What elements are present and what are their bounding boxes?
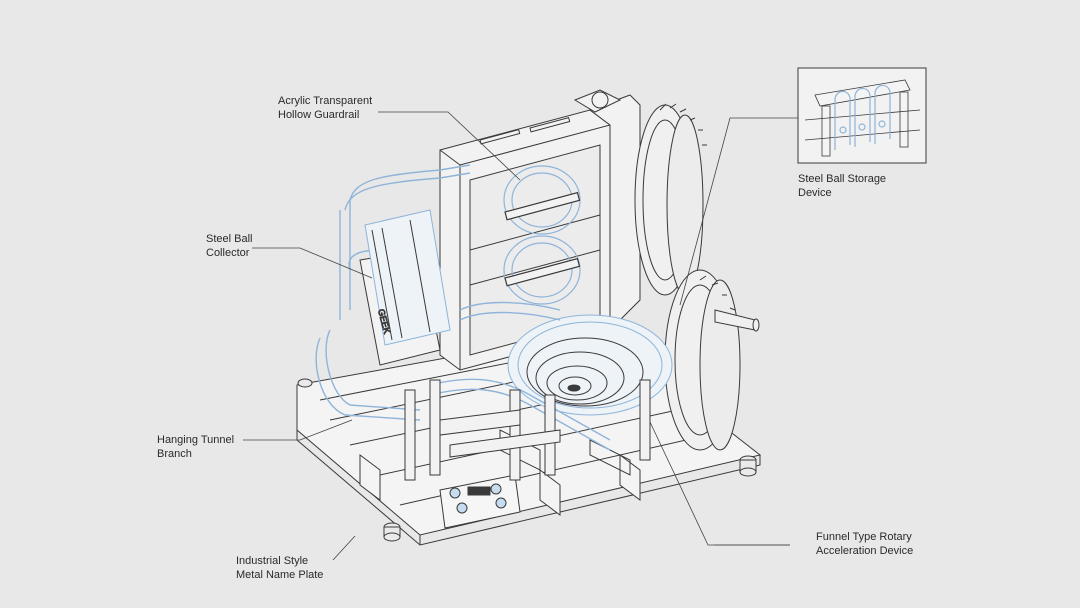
callout-hanging-line1: Hanging Tunnel [157, 434, 235, 446]
callout-name-plate: Industrial Style Metal Name Plate [236, 554, 323, 582]
callout-steel-ball-collector: Steel Ball Collector [206, 232, 252, 260]
callout-plate-line1: Industrial Style [236, 555, 309, 567]
support-posts [404, 379, 651, 481]
callout-funnel-rotary: Funnel Type Rotary Acceleration Device [816, 530, 913, 558]
callout-hanging-tunnel: Hanging Tunnel Branch [157, 433, 234, 461]
callout-acrylic-line2: Hollow Guardrail [278, 109, 360, 121]
callout-collector-line2: Collector [206, 247, 250, 259]
callout-collector-line1: Steel Ball [206, 233, 253, 245]
acrylic-discs [503, 165, 581, 305]
callout-leader-lines [243, 111, 798, 561]
callout-storage-line1: Steel Ball Storage [798, 173, 887, 185]
gear-wheels [634, 103, 760, 451]
callout-plate-line2: Metal Name Plate [236, 569, 324, 581]
callout-acrylic-guardrail: Acrylic Transparent Hollow Guardrail [278, 94, 372, 122]
callout-acrylic-line1: Acrylic Transparent [278, 95, 373, 107]
steel-ball-collector-panel: GEEK [359, 209, 451, 366]
steel-ball-storage-closeup [797, 67, 927, 164]
callout-funnel-line1: Funnel Type Rotary [816, 531, 912, 543]
callout-storage-line2: Device [798, 187, 832, 199]
callout-steel-ball-storage: Steel Ball Storage Device [798, 172, 886, 200]
spiral-funnel [507, 314, 673, 416]
callout-funnel-line2: Acceleration Device [816, 545, 914, 557]
callout-hanging-line2: Branch [157, 448, 192, 460]
